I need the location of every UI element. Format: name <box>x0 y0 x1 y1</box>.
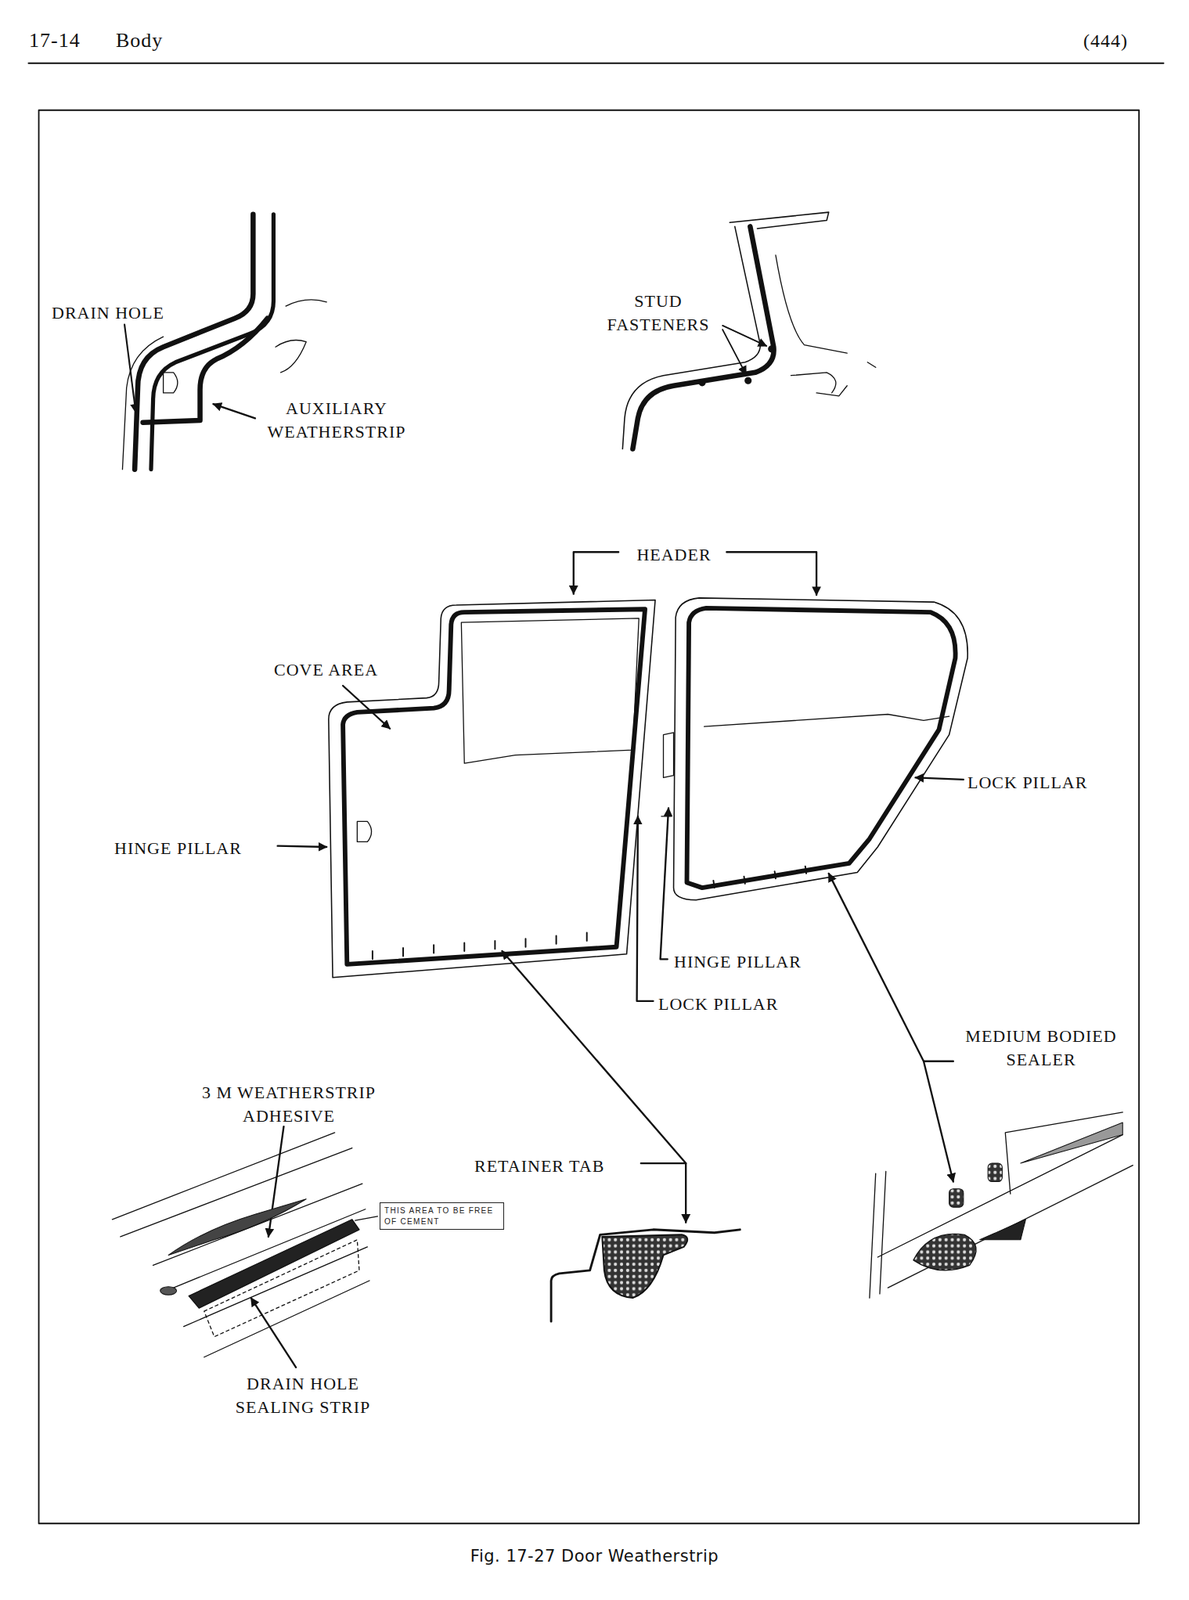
sealer-bead <box>913 1233 977 1271</box>
door-flange <box>551 1229 740 1322</box>
rear-door <box>661 598 968 901</box>
leader-line <box>277 846 328 847</box>
part-label: HEADER <box>623 543 725 567</box>
sealer-bead <box>980 1219 1027 1240</box>
front-door <box>328 600 656 978</box>
part-label: LOCK PILLAR <box>658 992 779 1017</box>
hinge-outline <box>356 821 372 842</box>
retainer-tab <box>372 932 588 959</box>
cement-area <box>168 1199 307 1256</box>
leader-line <box>641 1163 686 1223</box>
note-box: THIS AREA TO BE FREE OF CEMENT <box>379 1202 505 1230</box>
stud-fastener <box>745 377 752 384</box>
retainer-tab-detail <box>551 1229 740 1322</box>
leader-line <box>915 777 964 780</box>
part-label: MEDIUM BODIED SEALER <box>947 1024 1135 1071</box>
leader-line <box>828 873 954 1062</box>
sealer-dab <box>949 1189 964 1208</box>
header-rule <box>28 62 1164 65</box>
figure-caption: Fig. 17-27 Door Weatherstrip <box>0 1545 1189 1568</box>
part-label: DRAIN HOLE <box>51 301 165 325</box>
leader-line <box>124 324 136 413</box>
sealer-dab <box>987 1163 1002 1182</box>
leader-line <box>923 1061 954 1182</box>
door-edge <box>622 226 761 449</box>
door-outline <box>328 600 656 978</box>
part-label: STUD FASTENERS <box>587 289 729 336</box>
sill-panel <box>111 1132 370 1358</box>
leader-line <box>722 329 746 375</box>
part-label: LOCK PILLAR <box>967 771 1088 795</box>
hinge-outline <box>163 372 178 393</box>
leader-line <box>573 551 619 594</box>
door-outline <box>673 598 969 901</box>
leader-line <box>637 816 654 1002</box>
leader-line <box>268 1126 285 1237</box>
part-label: RETAINER TAB <box>474 1154 605 1179</box>
leader-line <box>355 1216 379 1221</box>
part-label: DRAIN HOLE SEALING STRIP <box>208 1372 397 1419</box>
weatherstrip <box>686 608 955 888</box>
weatherstrip <box>151 214 274 470</box>
body-panel <box>122 299 327 470</box>
leader-line <box>213 403 256 418</box>
body-panel <box>775 255 876 397</box>
leader-line <box>726 551 817 595</box>
part-label: Body <box>115 26 163 55</box>
part-label: HINGE PILLAR <box>114 836 242 861</box>
part-label: (444) <box>1083 28 1128 54</box>
leader-line <box>342 685 390 729</box>
sealer-dab <box>713 866 807 888</box>
part-label: HINGE PILLAR <box>673 950 802 974</box>
window-frame <box>461 618 639 764</box>
window-sill <box>704 714 950 728</box>
leader-line <box>660 807 669 959</box>
auxiliary-weatherstrip <box>143 318 268 423</box>
drain-hole-sealing-strip <box>204 1239 360 1337</box>
leader-line <box>502 951 687 1164</box>
door-panel <box>869 1112 1133 1298</box>
sealer-detail <box>869 1112 1133 1298</box>
stud-fastener <box>768 345 775 353</box>
note-text: THIS AREA TO BE FREE OF CEMENT <box>384 1205 500 1227</box>
part-label: COVE AREA <box>273 658 379 682</box>
hinge-outline <box>661 732 674 817</box>
stud-fastener <box>698 379 706 386</box>
figure-frame <box>39 110 1140 1524</box>
part-label: 3 M WEATHERSTRIP ADHESIVE <box>183 1080 395 1128</box>
adhesive-detail <box>111 1132 370 1358</box>
weatherstrip <box>342 608 645 965</box>
part-label: AUXILIARY WEATHERSTRIP <box>242 396 431 444</box>
weatherstrip <box>632 226 774 449</box>
cement-area <box>160 1286 177 1295</box>
panel-shading <box>1020 1122 1123 1164</box>
part-label: 17-14 <box>28 26 81 55</box>
body-panel <box>729 212 829 229</box>
weatherstrip-section <box>601 1234 688 1298</box>
